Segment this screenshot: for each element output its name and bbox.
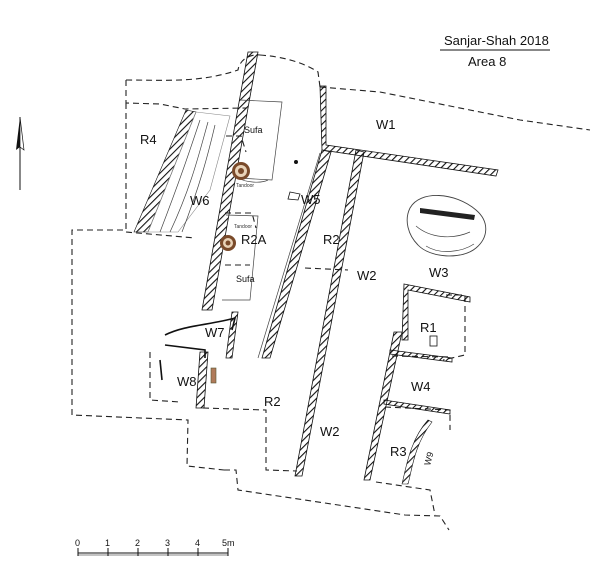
label-w2-lower: W2 xyxy=(320,424,340,439)
wall-w8-patch xyxy=(210,367,217,384)
label-w4: W4 xyxy=(411,379,431,394)
scale-bar: 0 1 2 3 4 5m xyxy=(75,538,235,556)
label-w1: W1 xyxy=(376,117,396,132)
wall-w8 xyxy=(164,344,206,358)
label-w9: W9 xyxy=(422,451,435,467)
label-r1: R1 xyxy=(420,320,437,335)
label-tandoor-mid: Tandoor xyxy=(234,224,252,230)
label-w8: W8 xyxy=(177,374,197,389)
label-tandoor-top: Tandoor xyxy=(236,183,254,189)
plan-labels: R4 Sufa Tandoor W6 Tandoor R2A Sufa W1 W… xyxy=(140,117,449,467)
label-w5: W5 xyxy=(301,192,321,207)
north-arrow-icon xyxy=(16,116,25,190)
label-w7: W7 xyxy=(205,325,225,340)
wall-w7 xyxy=(164,316,237,336)
scale-tick-0: 0 xyxy=(75,538,80,548)
label-r4: R4 xyxy=(140,132,157,147)
area-title: Area 8 xyxy=(468,54,506,69)
label-sufa-bottom: Sufa xyxy=(236,274,255,284)
wall-w6 xyxy=(201,51,259,311)
excavation-boundary xyxy=(71,54,591,531)
walls xyxy=(133,51,499,485)
scale-tick-2: 2 xyxy=(135,538,140,548)
scale-tick-4: 4 xyxy=(195,538,200,548)
label-r2-lower: R2 xyxy=(264,394,281,409)
label-r3: R3 xyxy=(390,444,407,459)
label-w3: W3 xyxy=(429,265,449,280)
label-sufa-top: Sufa xyxy=(244,125,263,135)
wall-w9 xyxy=(401,419,433,485)
label-w6: W6 xyxy=(190,193,210,208)
wall-w2 xyxy=(294,149,365,477)
label-r2a: R2A xyxy=(241,232,267,247)
scale-tick-1: 1 xyxy=(105,538,110,548)
label-w2-upper: W2 xyxy=(357,268,377,283)
pit-w3 xyxy=(406,195,487,257)
tandoor-oven-top xyxy=(232,162,250,180)
title-block: Sanjar-Shah 2018 Area 8 xyxy=(440,33,550,69)
label-r2-upper: R2 xyxy=(323,232,340,247)
wall-w5 xyxy=(261,149,332,359)
site-title: Sanjar-Shah 2018 xyxy=(444,33,549,48)
wall-w1 xyxy=(319,85,499,177)
scale-tick-3: 3 xyxy=(165,538,170,548)
tandoor-oven-mid xyxy=(220,235,236,251)
scale-tick-5m: 5m xyxy=(222,538,235,548)
